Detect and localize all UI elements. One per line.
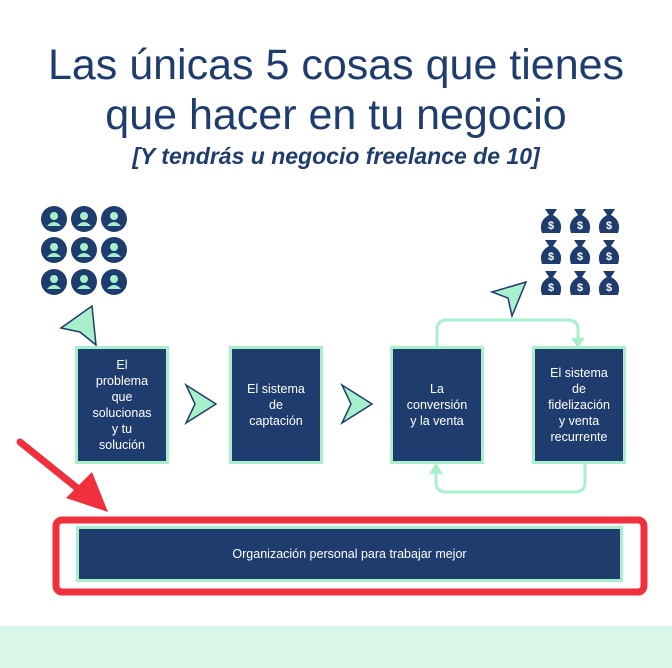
step-label: El sistema de fidelización y venta recur…	[548, 366, 610, 444]
page-title: Las únicas 5 cosas que tienes que hacer …	[0, 40, 672, 140]
svg-text:$: $	[577, 220, 583, 232]
step-label: La conversión y la venta	[406, 382, 468, 428]
pointer-arrow-icon	[59, 304, 97, 347]
svg-text:$: $	[606, 282, 612, 294]
svg-text:$: $	[548, 282, 554, 294]
user-icon	[41, 206, 127, 295]
svg-text:$: $	[548, 220, 554, 232]
title-line-2: que hacer en tu negocio	[105, 91, 567, 139]
svg-text:$: $	[577, 282, 583, 294]
step-loyalty-system: El sistema de fidelización y venta recur…	[532, 346, 626, 464]
loop-arrowhead-bottom	[429, 463, 443, 474]
step-acquisition-system: El sistema de captación	[229, 346, 323, 464]
clients-icon-grid	[41, 206, 127, 295]
svg-text:$: $	[548, 251, 554, 263]
svg-text:$: $	[606, 220, 612, 232]
loop-connector-bottom	[434, 464, 587, 494]
foundation-bar: Organización personal para trabajar mejo…	[76, 526, 623, 582]
foundation-label: Organización personal para trabajar mejo…	[232, 547, 467, 561]
highlight-frame	[52, 516, 648, 596]
footer-band	[0, 626, 672, 668]
chevron-arrow-icon	[340, 382, 374, 426]
money-icon-grid: $ $ $ $ $ $ $ $ $	[540, 209, 620, 295]
loop-connector-top	[435, 318, 580, 346]
step-problem-solution: El problema que solucionas y tu solución	[75, 346, 169, 464]
title-line-1: Las únicas 5 cosas que tienes	[47, 41, 625, 89]
highlight-arrow-head	[66, 472, 108, 512]
step-label: El problema que solucionas y tu solución	[92, 358, 152, 452]
step-label: El sistema de captación	[247, 382, 305, 428]
loop-arrowhead-top	[571, 338, 585, 348]
pointer-arrow-icon	[489, 280, 528, 319]
svg-text:$: $	[606, 251, 612, 263]
step-conversion-sale: La conversión y la venta	[390, 346, 484, 464]
chevron-arrow-icon	[184, 382, 218, 426]
page-subtitle: [Y tendrás u negocio freelance de 10]	[132, 143, 540, 169]
money-bag-icon: $ $ $ $ $ $ $ $ $	[540, 209, 620, 295]
svg-text:$: $	[577, 251, 583, 263]
